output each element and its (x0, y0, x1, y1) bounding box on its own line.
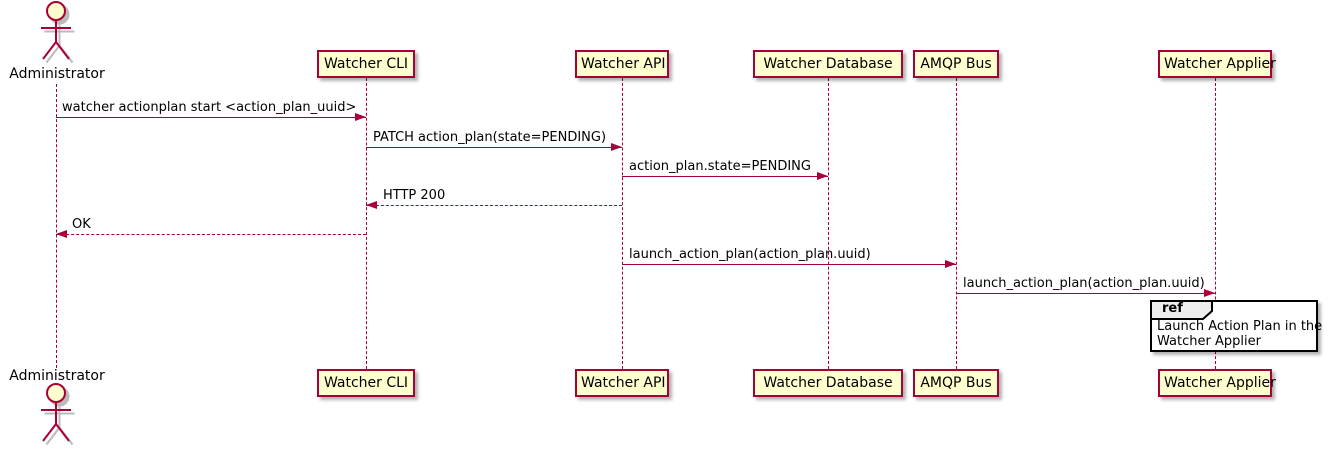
participant-watcher-applier-bottom: Watcher Applier (1158, 369, 1276, 397)
lifeline-amqp-bus (956, 78, 957, 369)
message-4-label: HTTP 200 (383, 188, 446, 203)
message-5-arrowhead-icon (56, 230, 67, 238)
participant-watcher-database-top: Watcher Database (753, 50, 903, 78)
ref-text-line-1: Launch Action Plan in the (1157, 319, 1323, 334)
message-1-label: watcher actionplan start <action_plan_uu… (62, 100, 357, 115)
actor-icon (41, 1, 75, 64)
message-1-line (56, 117, 366, 118)
message-4-arrowhead-icon (366, 201, 377, 209)
message-6-label: launch_action_plan(action_plan.uuid) (629, 247, 871, 262)
participant-amqp-bus-bottom: AMQP Bus (913, 369, 999, 397)
message-2-line (366, 147, 622, 148)
ref-header: ref (1150, 300, 1214, 320)
ref-fragment: ref Launch Action Plan in the Watcher Ap… (1150, 300, 1322, 352)
lifeline-watcher-cli (366, 78, 367, 369)
message-2-label: PATCH action_plan(state=PENDING) (373, 130, 607, 145)
ref-keyword: ref (1162, 301, 1183, 316)
actor-icon (41, 383, 75, 446)
lifeline-watcher-api (622, 78, 623, 369)
ref-text-line-2: Watcher Applier (1157, 334, 1261, 349)
message-6-line (622, 264, 956, 265)
actor-label-top: Administrator (9, 66, 105, 82)
participant-watcher-cli-bottom: Watcher CLI (317, 369, 415, 397)
message-1-arrowhead-icon (355, 113, 366, 121)
participant-amqp-bus-top: AMQP Bus (913, 50, 999, 78)
participant-watcher-database-bottom: Watcher Database (753, 369, 903, 397)
participant-watcher-api-bottom: Watcher API (575, 369, 669, 397)
message-3-line (622, 176, 828, 177)
message-4-line (366, 205, 622, 206)
message-7-line (956, 293, 1215, 294)
participant-watcher-cli-top: Watcher CLI (317, 50, 415, 78)
participant-watcher-api-top: Watcher API (575, 50, 669, 78)
participant-watcher-applier-top: Watcher Applier (1158, 50, 1276, 78)
message-5-label: OK (72, 217, 91, 232)
lifeline-watcher-applier (1215, 78, 1216, 369)
message-3-arrowhead-icon (817, 172, 828, 180)
message-7-label: launch_action_plan(action_plan.uuid) (963, 276, 1205, 291)
message-2-arrowhead-icon (611, 143, 622, 151)
actor-label-bottom: Administrator (9, 368, 105, 384)
message-7-arrowhead-icon (1204, 289, 1215, 297)
lifeline-watcher-database (828, 78, 829, 369)
message-3-label: action_plan.state=PENDING (629, 159, 811, 174)
message-5-line (56, 234, 366, 235)
ref-header-shape (1150, 300, 1213, 320)
lifeline-administrator (56, 84, 57, 368)
message-6-arrowhead-icon (945, 260, 956, 268)
